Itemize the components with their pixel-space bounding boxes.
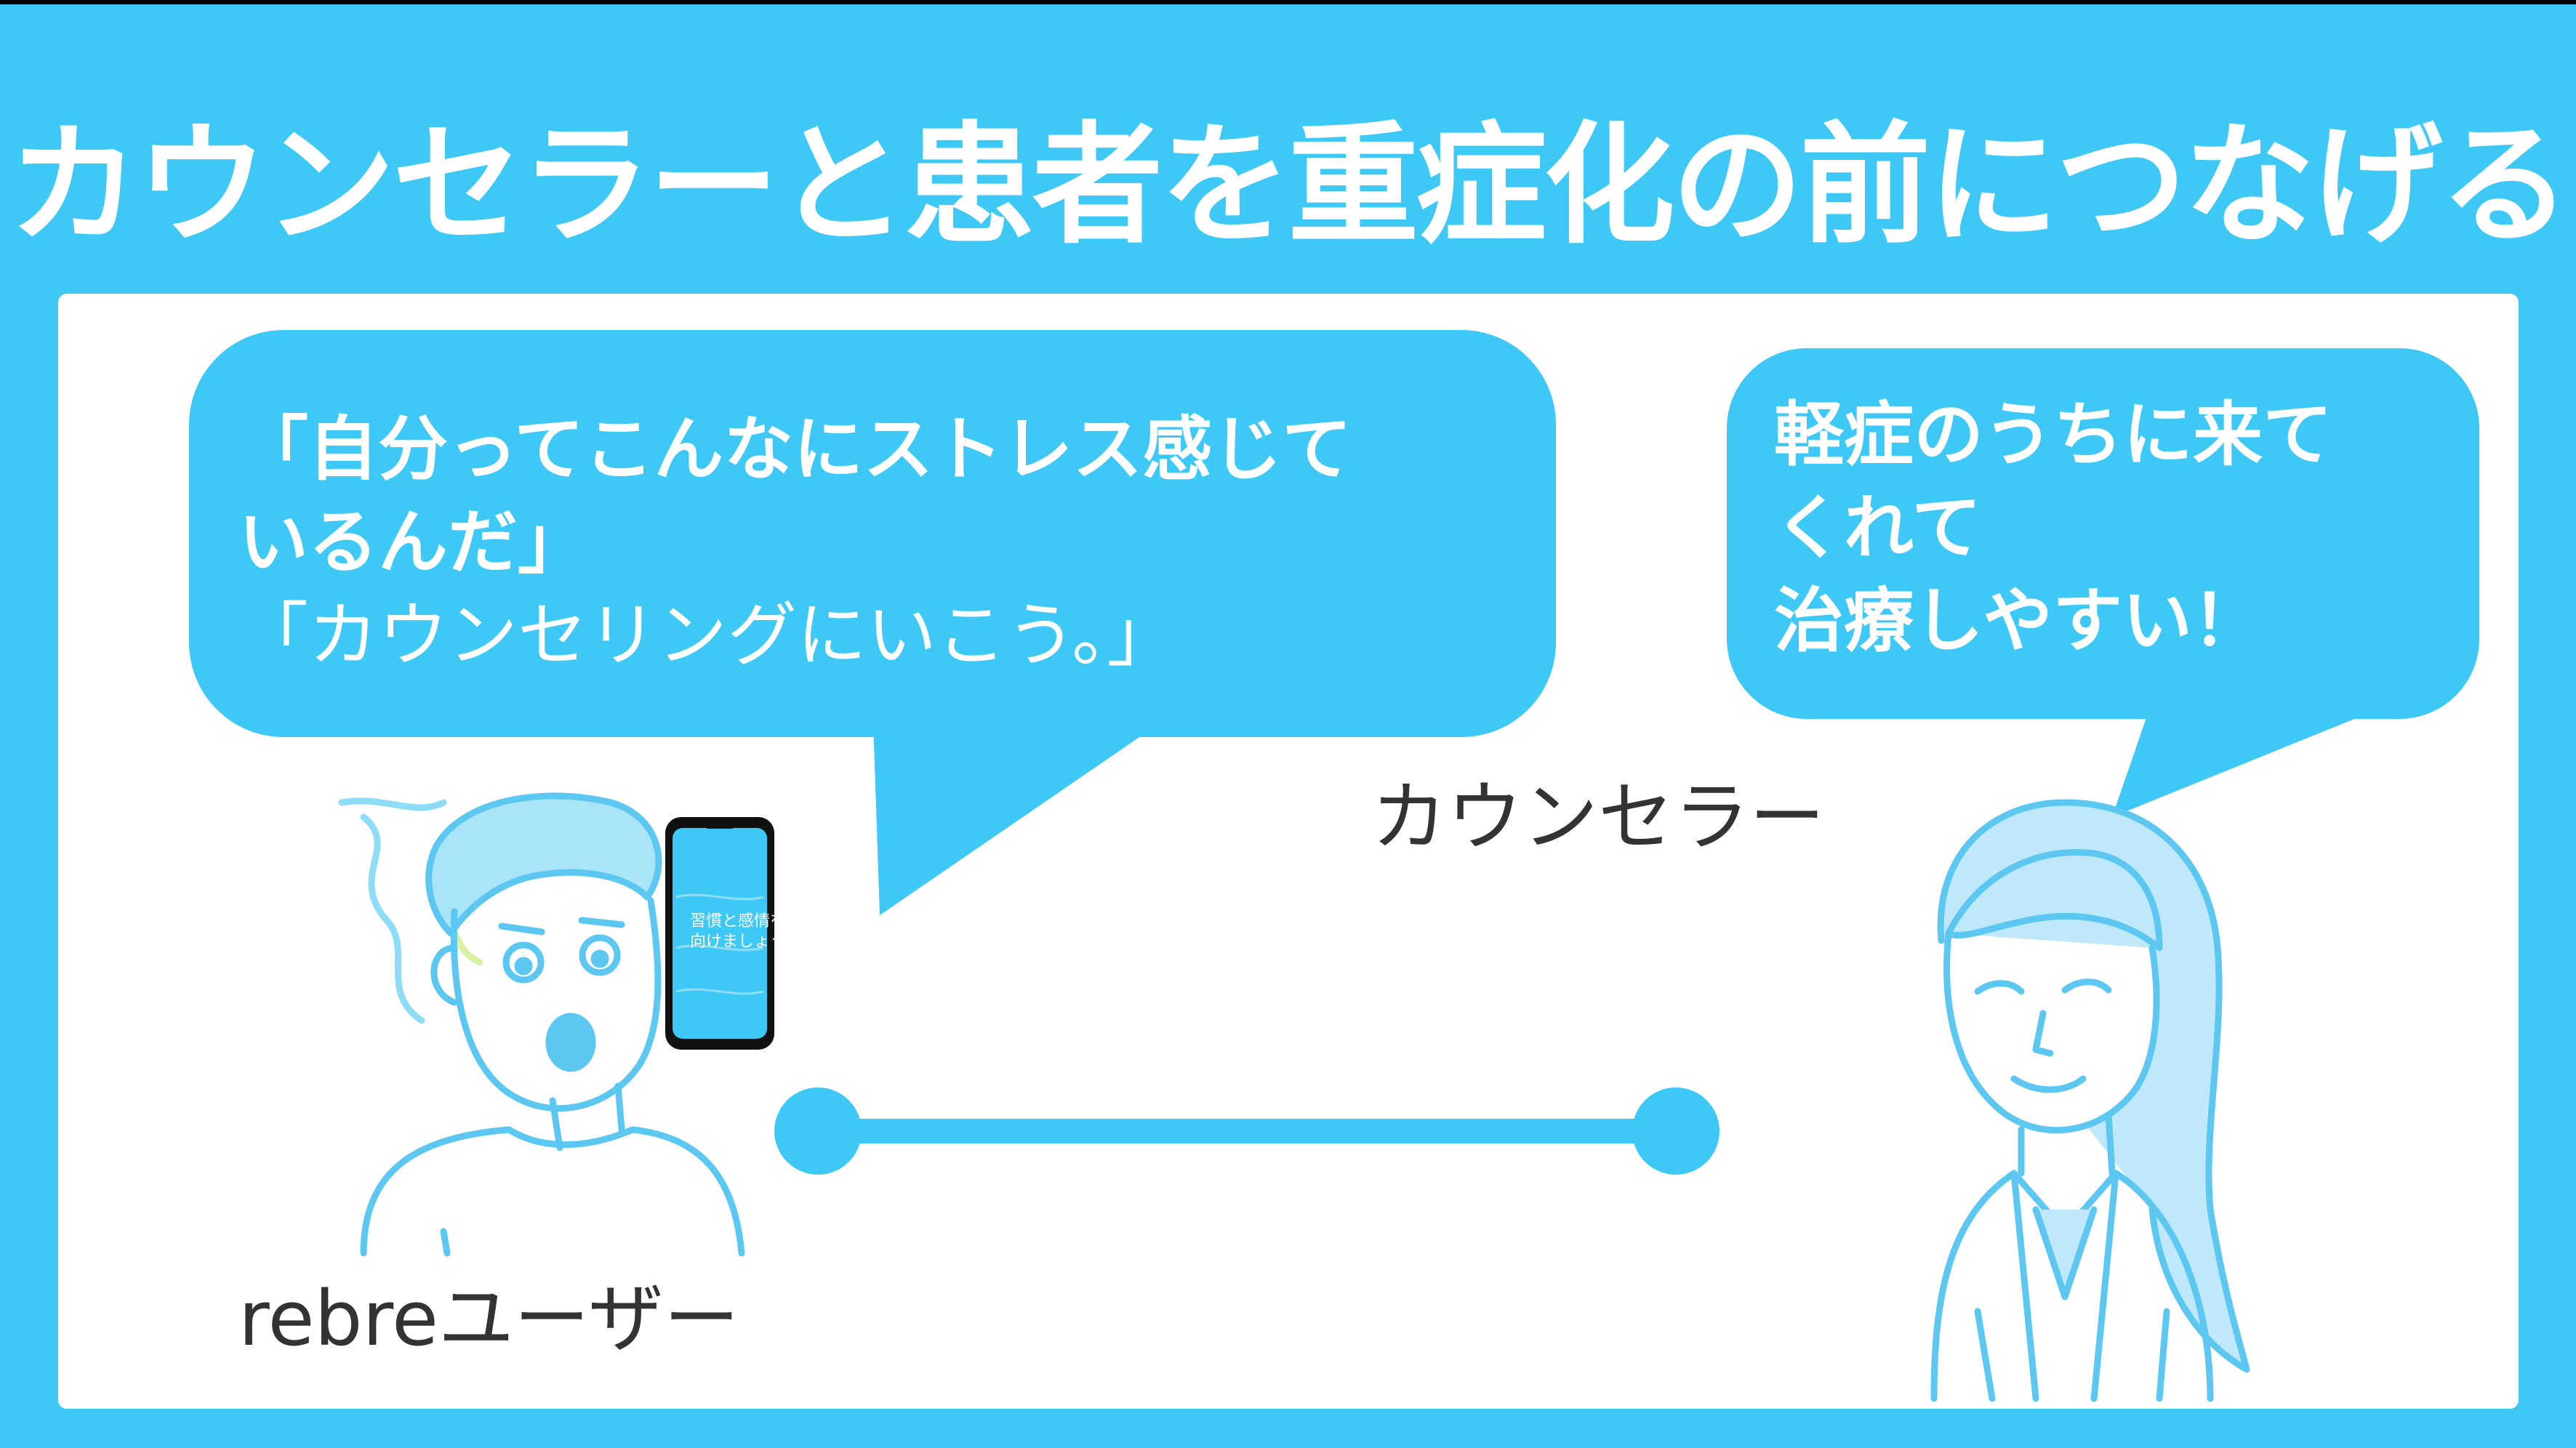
user-bubble-text: 「自分ってこんなにストレス感じて いるんだ」 「カウンセリングにいこう。」 (238, 403, 1352, 682)
counselor-bubble-text: 軽症のうちに来て くれて 治療しやすい！ (1774, 388, 2332, 667)
content-panel: 「自分ってこんなにストレス感じて いるんだ」 「カウンセリングにいこう。」 軽症… (58, 294, 2519, 1409)
user-bubble-line-1: 「自分ってこんなにストレス感じて (238, 409, 1352, 490)
connection-line-icon (774, 1087, 1720, 1175)
counselor-speech-bubble (1727, 348, 2479, 817)
counselor-bubble-line-1: 軽症のうちに来て (1774, 394, 2332, 475)
smartphone-icon (665, 817, 774, 1050)
counselor-woman-icon (1930, 799, 2250, 1402)
user-speech-bubble (189, 330, 1556, 915)
user-bubble-line-3: 「カウンセリングにいこう。」 (238, 595, 1177, 676)
surprised-man-icon (338, 792, 745, 1257)
scene-illustration (189, 330, 2479, 1402)
phone-screen-text: 習慣と感情を向けましょう (689, 912, 786, 951)
counselor-bubble-line-2: くれて (1774, 487, 1982, 568)
counselor-label: カウンセラー (1371, 773, 1826, 861)
user-bubble-line-2: いるんだ」 (238, 502, 587, 583)
user-label: rebreユーザー (238, 1274, 739, 1363)
slide: カウンセラーと患者を重症化の前につなげる (0, 4, 2576, 1448)
slide-title: カウンセラーと患者を重症化の前につなげる (8, 110, 2570, 262)
counselor-bubble-line-3: 治療しやすい！ (1774, 580, 2263, 661)
